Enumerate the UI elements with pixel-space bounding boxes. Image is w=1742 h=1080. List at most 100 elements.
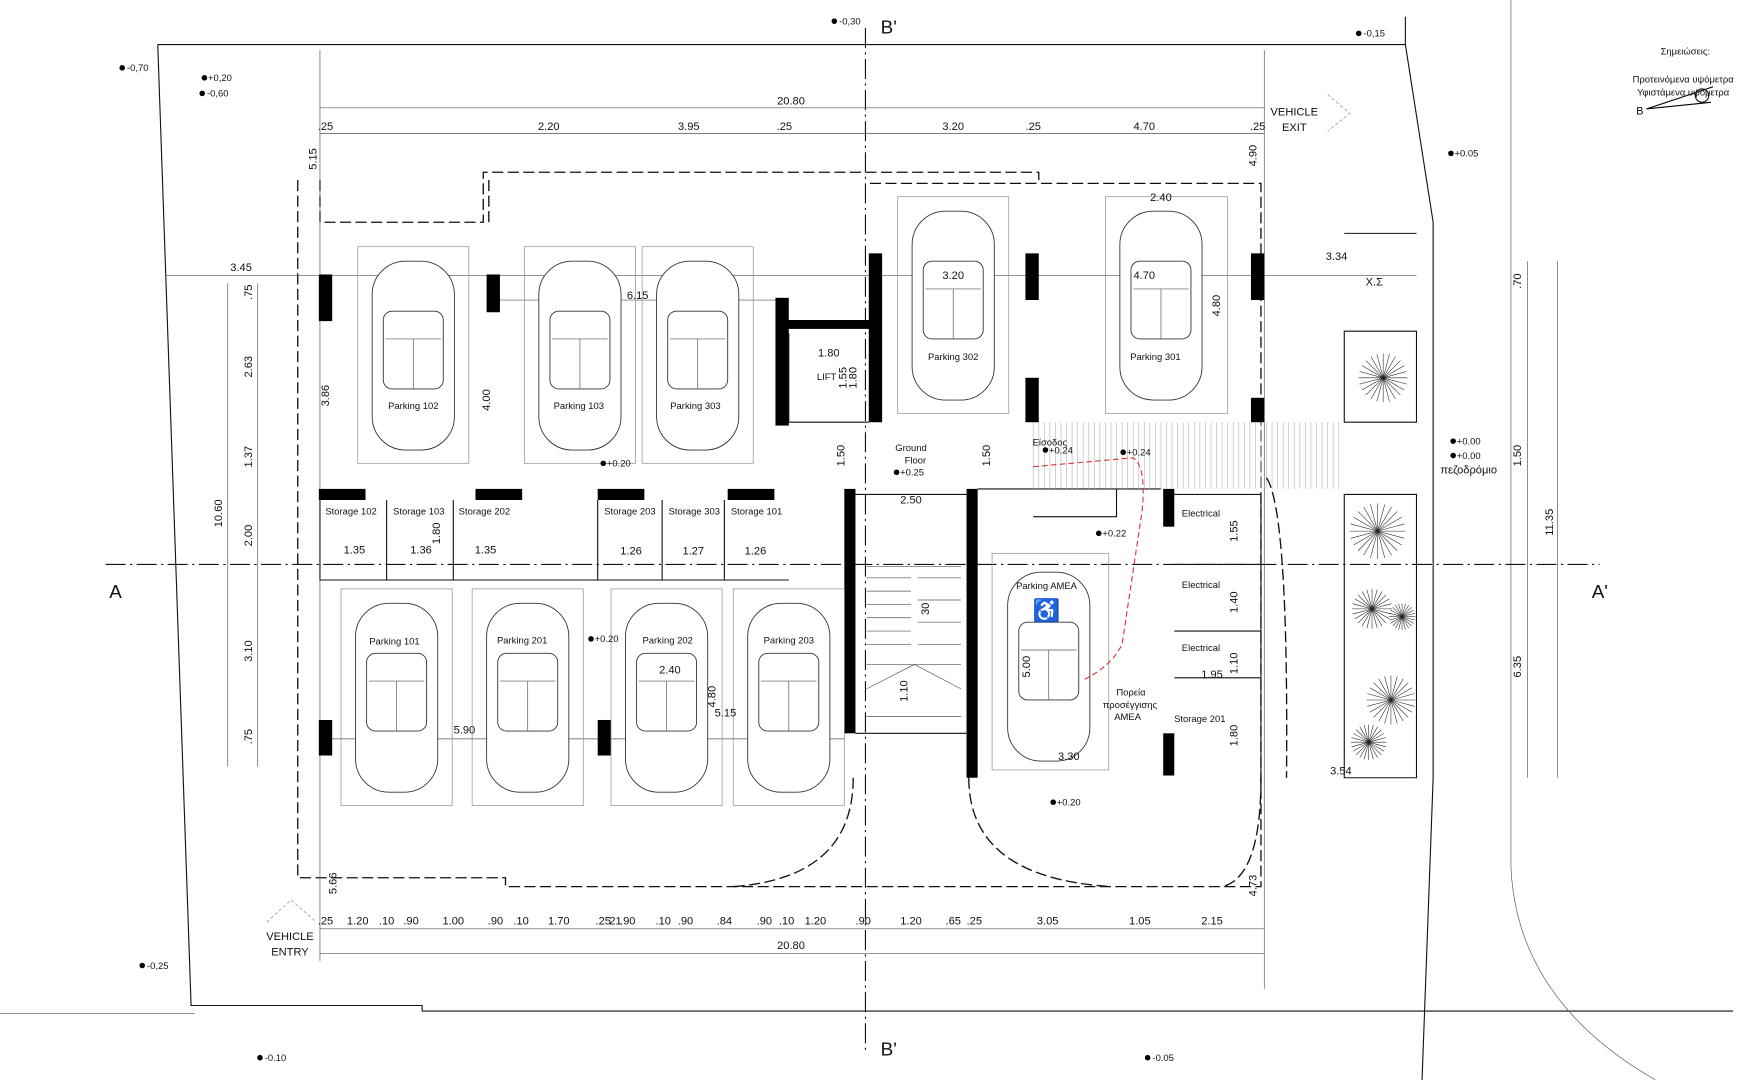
legend-title: Σημειώσεις:: [1661, 47, 1711, 58]
dimension-bottom: .10: [513, 915, 528, 927]
storage-label: Storage 202: [459, 506, 510, 517]
level-marker-icon: [1050, 799, 1056, 805]
level-value: +0.20: [607, 459, 631, 470]
dimension-value: 1.80: [431, 523, 443, 545]
dimension-value: 2.50: [900, 494, 922, 506]
parking-label: Parking 103: [554, 401, 604, 412]
dimension-value: 4.70: [1134, 270, 1156, 282]
level-marker-icon: [1144, 1054, 1151, 1061]
dimension-value: 1.26: [620, 545, 642, 557]
dimension-bottom: 1.05: [1129, 915, 1151, 927]
level-value: +0.24: [1049, 445, 1073, 456]
dimension-value: 1.95: [1201, 669, 1223, 681]
level-value: -0,30: [839, 17, 861, 28]
dimension-bottom: 21: [609, 915, 621, 927]
dimension-right: .70: [1512, 273, 1524, 288]
dimension-top: 4.70: [1134, 121, 1156, 133]
section-label-a-right: A': [1592, 582, 1608, 603]
car-icon: [486, 602, 570, 793]
level-value: -0,15: [1364, 29, 1386, 40]
car-icon: [1119, 210, 1203, 401]
site-boundary: [157, 16, 1734, 1080]
level-marker-icon: [831, 18, 838, 24]
dimension-bottom-total: 20.80: [777, 940, 805, 952]
accessible-route: [1033, 457, 1144, 681]
dimension-bottom: .10: [656, 915, 671, 927]
level-marker-icon: [1355, 30, 1362, 37]
dimension-bottom: .90: [678, 915, 693, 927]
dimension-value: 3.45: [230, 262, 252, 274]
dimension-value: 1.40: [1229, 591, 1241, 613]
dimension-bottom: .25: [318, 915, 333, 927]
level-marker-icon: [1448, 150, 1454, 157]
dimension-left-total: 10.60: [213, 499, 225, 527]
storage-label: Storage 201: [1174, 714, 1225, 725]
level-value: -0,25: [147, 961, 169, 972]
parking-label: Parking 302: [928, 352, 978, 363]
landscaping-trees: [1349, 353, 1416, 760]
dimension-bottom: 1.70: [548, 915, 570, 927]
dimension-left: 2.63: [243, 356, 255, 378]
dimension-value: 4.80: [706, 686, 718, 708]
car-icon: [911, 210, 995, 401]
parking-label: Parking 303: [670, 401, 720, 412]
dimension-value: 1.10: [899, 680, 911, 702]
north-arrow-circle-icon: [1694, 88, 1710, 103]
dimension-value: 1.35: [344, 544, 366, 556]
label-sidewalk: πεζοδρόμιο: [1440, 464, 1497, 476]
dimension-value: 1.26: [745, 545, 767, 557]
dimension-value: 5.66: [328, 872, 340, 894]
section-label-b-top: B': [881, 17, 897, 38]
label-vehicle-entry-2: ENTRY: [271, 947, 309, 959]
dimension-bottom: 3.05: [1037, 915, 1059, 927]
car-icon: [355, 602, 439, 793]
car-icon: [371, 260, 455, 451]
north-label: B: [1636, 105, 1643, 117]
dimension-value: 4.73: [1248, 875, 1260, 897]
dimension-left: 1.37: [243, 446, 255, 468]
dimension-value: 4.80: [1211, 295, 1223, 317]
dimension-top: 2.20: [538, 121, 560, 133]
label-vehicle-exit-1: VEHICLE: [1271, 107, 1318, 119]
dimension-value: 5.15: [308, 148, 320, 170]
dimension-value: 1.10: [1229, 653, 1241, 675]
dimension-bottom: 2.15: [1201, 915, 1223, 927]
level-value: +0.24: [1127, 448, 1151, 459]
level-value: +0.25: [900, 468, 924, 479]
parking-bays: [340, 196, 1229, 806]
dimension-value: 5.15: [715, 708, 737, 720]
dimension-bottom: .10: [779, 915, 794, 927]
dimension-value: 1.27: [682, 545, 704, 557]
parking-label: Parking 203: [764, 635, 814, 646]
level-marker-icon: [139, 962, 145, 969]
interior-walls: [319, 232, 1418, 779]
wheelchair-icon: ♿: [1033, 597, 1061, 623]
dimension-value: 1.80: [818, 348, 840, 360]
label-vehicle-exit-2: EXIT: [1282, 122, 1307, 134]
level-value: +0.05: [1455, 149, 1479, 160]
level-value: +0.00: [1457, 451, 1481, 462]
dimension-top: .25: [1250, 121, 1265, 133]
parking-label: Parking AMEA: [1016, 581, 1078, 592]
dimension-value: 3.30: [1058, 751, 1080, 763]
cars: [355, 210, 1203, 793]
dimension-left: 3.10: [243, 640, 255, 662]
label-access-3: ΑΜΕΑ: [1114, 712, 1141, 723]
dimension-value: 1.50: [835, 445, 847, 467]
level-marker-icon: [1042, 447, 1049, 453]
dimension-top: .25: [1025, 121, 1040, 133]
dimension-value: 1.36: [410, 544, 432, 556]
dimension-top: 3.20: [942, 121, 964, 133]
dimension-value: 1.50: [981, 445, 993, 467]
level-marker-icon: [1120, 449, 1126, 456]
parking-label: Parking 102: [388, 401, 438, 412]
dimension-bottom: 1.20: [347, 915, 369, 927]
dimension-bottom: 1.20: [805, 915, 827, 927]
dimension-value: 1.80: [1229, 725, 1241, 747]
label-vehicle-entry-1: VEHICLE: [266, 931, 313, 943]
dimension-bottom: .84: [717, 915, 732, 927]
label-access-1: Πορεία: [1116, 688, 1146, 699]
dimension-value: 1.35: [475, 544, 497, 556]
